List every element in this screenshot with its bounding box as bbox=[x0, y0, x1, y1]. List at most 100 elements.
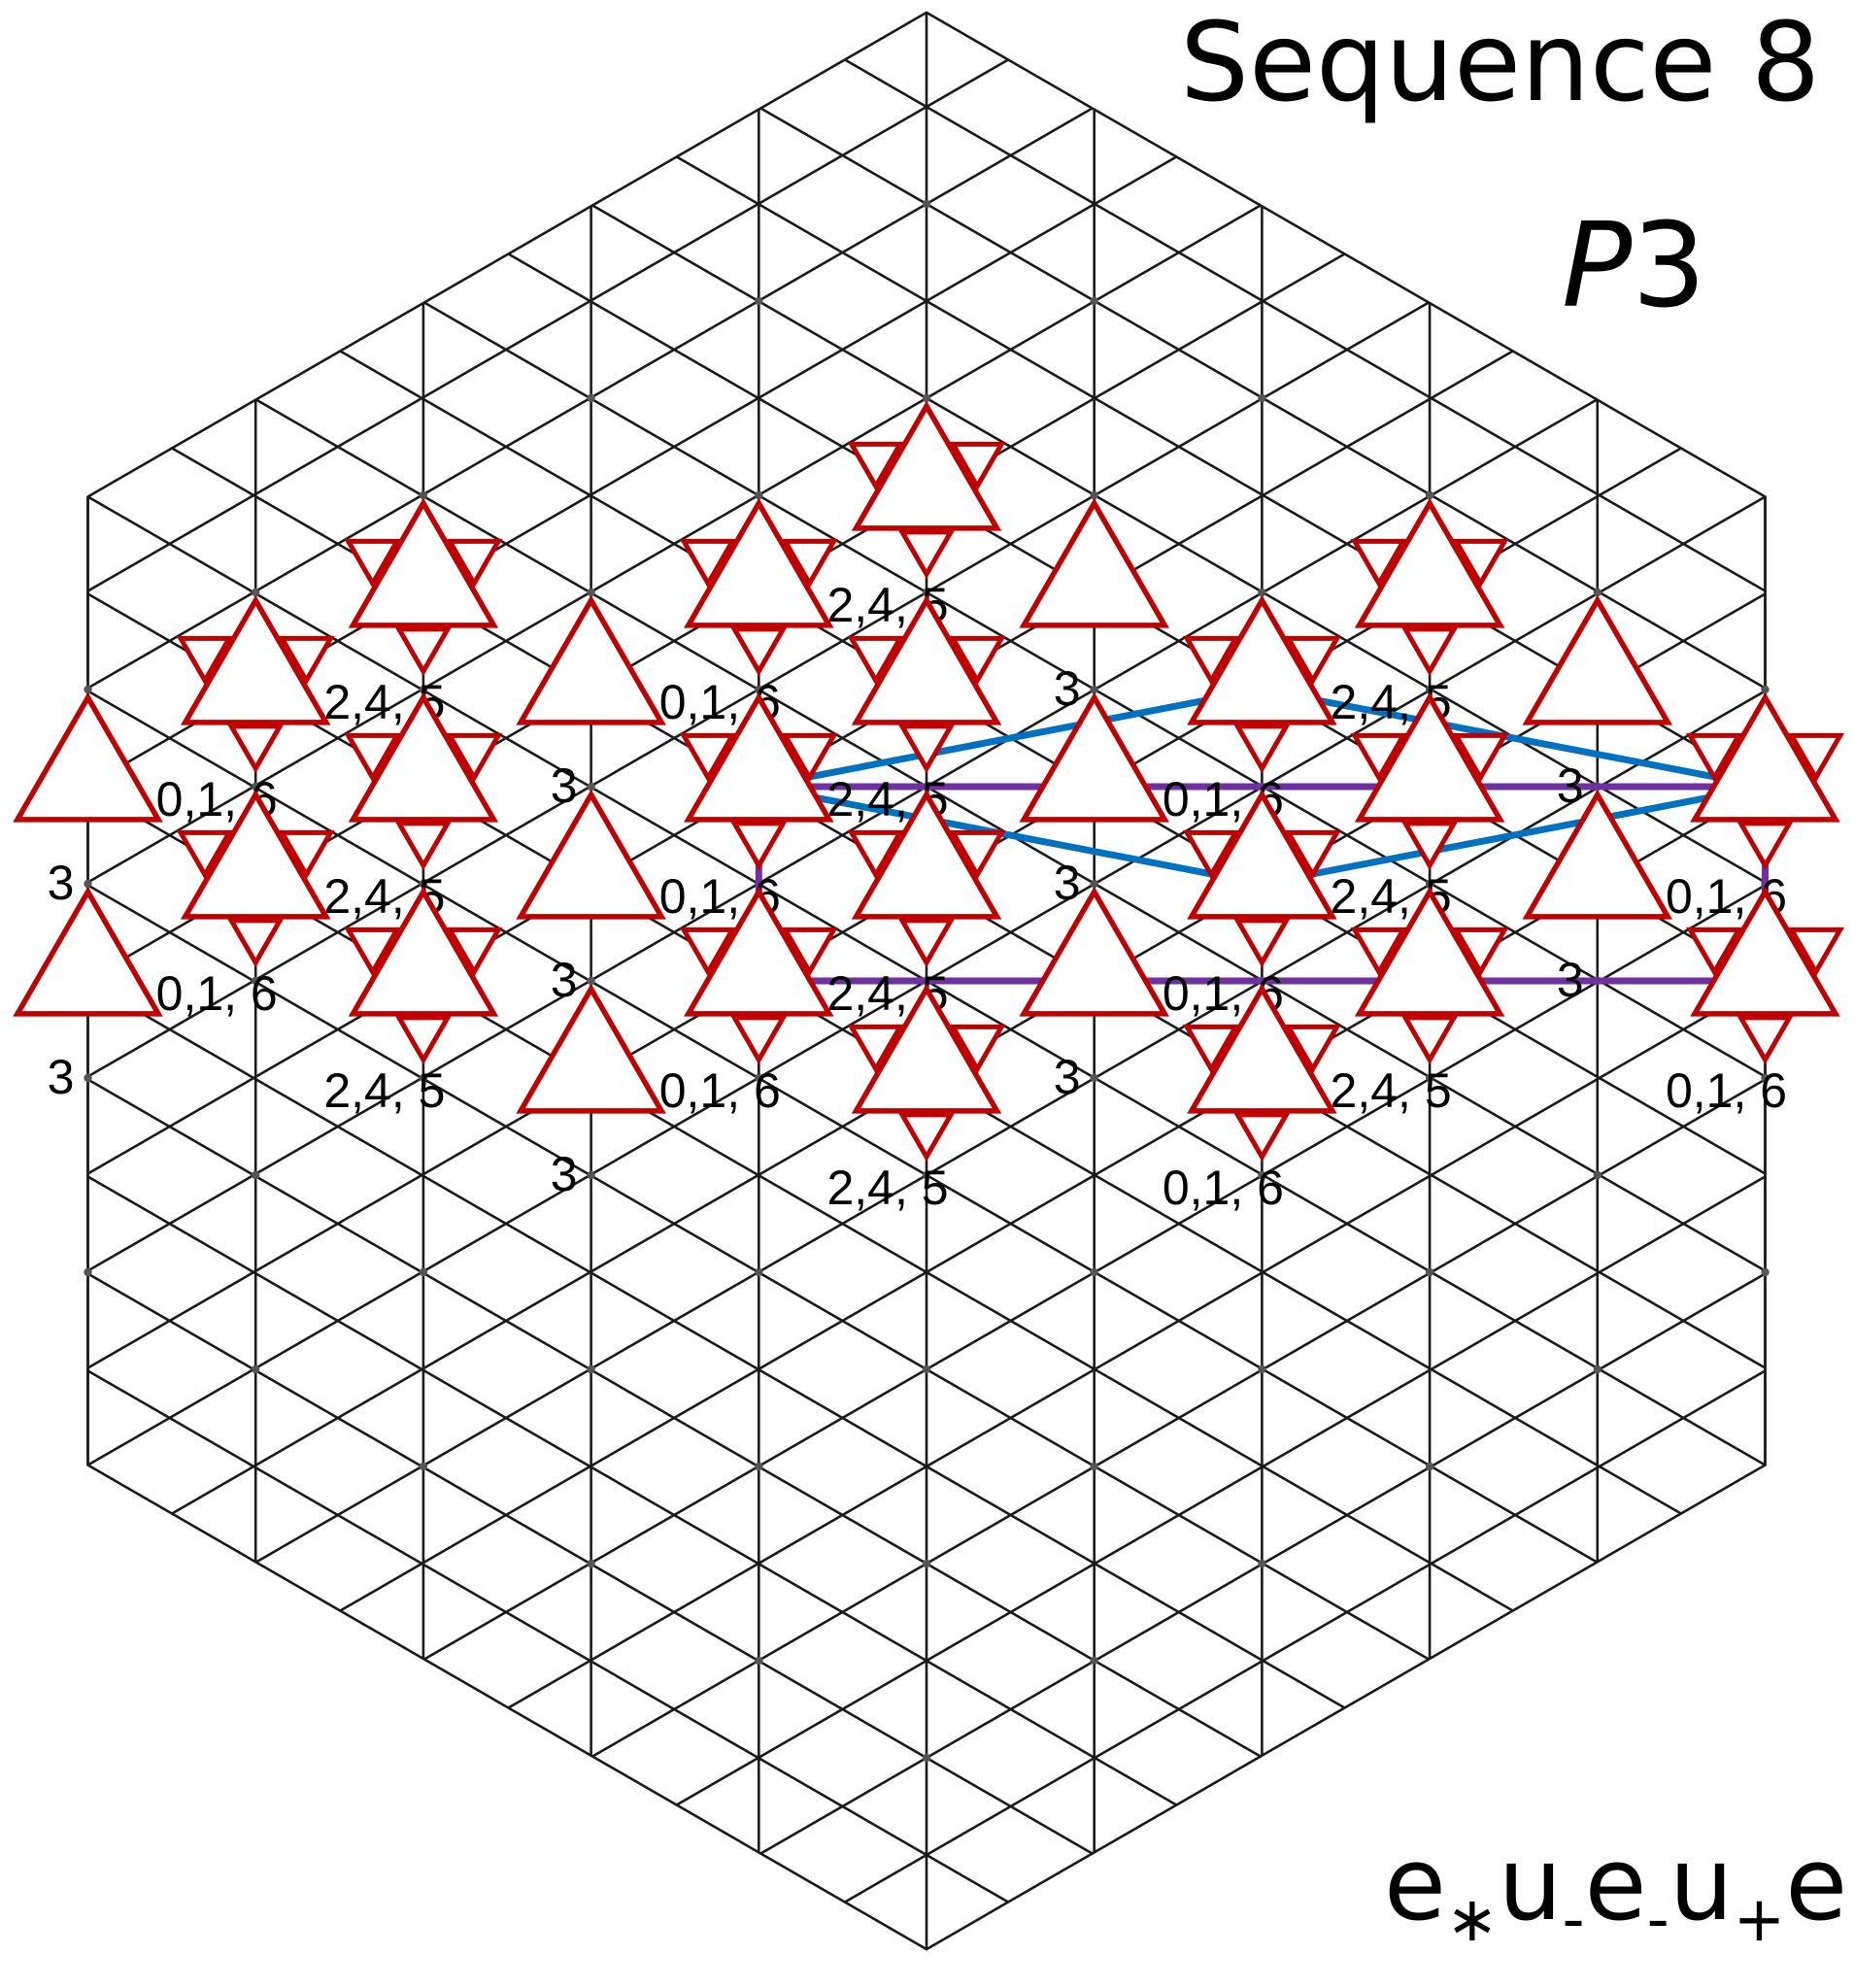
large-triangle bbox=[1019, 691, 1169, 823]
small-triangle bbox=[394, 1015, 453, 1065]
small-triangle bbox=[1685, 927, 1743, 977]
site-label: 3 bbox=[551, 758, 578, 813]
formula-operator: ∗ bbox=[1847, 1884, 1854, 1956]
grid-node bbox=[419, 490, 428, 500]
site-label: 3 bbox=[1054, 661, 1081, 716]
formula-letter: e bbox=[1785, 1825, 1848, 1943]
large-triangle bbox=[1354, 886, 1505, 1017]
small-triangle bbox=[1451, 732, 1509, 783]
large-triangle bbox=[851, 789, 1002, 920]
grid-node bbox=[1258, 1559, 1266, 1568]
site-A: 2,4, 5 bbox=[323, 497, 503, 729]
large-triangle bbox=[851, 983, 1002, 1114]
small-triangle bbox=[948, 1024, 1006, 1074]
small-triangle bbox=[679, 927, 737, 977]
grid-node bbox=[1090, 490, 1098, 500]
site-label: 3 bbox=[1557, 758, 1584, 813]
small-triangle bbox=[344, 927, 402, 977]
site-C: 3 bbox=[516, 789, 666, 1007]
grid-node bbox=[1761, 1073, 1770, 1083]
grid-node bbox=[922, 1753, 931, 1763]
grid-node bbox=[755, 1656, 763, 1666]
small-triangle bbox=[176, 635, 234, 686]
small-triangle bbox=[278, 635, 335, 686]
large-triangle bbox=[516, 983, 666, 1114]
small-triangle bbox=[897, 529, 956, 580]
grid-node bbox=[1258, 1365, 1266, 1374]
site-label: 0,1, 6 bbox=[1163, 1161, 1284, 1215]
small-triangle bbox=[445, 927, 503, 977]
small-triangle bbox=[679, 538, 737, 589]
site-C: 3 bbox=[13, 691, 163, 910]
site-A: 2,4, 5 bbox=[826, 594, 1006, 826]
site-label: 0,1, 6 bbox=[1666, 1063, 1787, 1118]
small-triangle bbox=[344, 538, 402, 589]
large-triangle bbox=[13, 691, 163, 823]
formula-letter: e bbox=[1584, 1825, 1647, 1943]
grid-node bbox=[755, 1267, 763, 1277]
large-triangle bbox=[851, 594, 1002, 725]
small-triangle bbox=[1350, 927, 1408, 977]
grid-node bbox=[587, 1365, 595, 1374]
site-C: 3 bbox=[516, 983, 666, 1201]
grid-node bbox=[1761, 685, 1770, 694]
small-triangle bbox=[394, 626, 453, 677]
small-triangle bbox=[1400, 1015, 1459, 1065]
site-C: 3 bbox=[1019, 691, 1169, 910]
grid-node bbox=[1090, 1462, 1098, 1471]
site-C: 3 bbox=[1522, 789, 1673, 1007]
triangular-grid bbox=[84, 11, 1770, 1951]
grid-node bbox=[1593, 1365, 1602, 1374]
large-triangle bbox=[348, 886, 499, 1017]
small-triangle bbox=[1736, 1015, 1794, 1065]
small-triangle bbox=[1350, 732, 1408, 783]
grid-line bbox=[676, 1175, 1767, 1806]
large-triangle bbox=[1187, 594, 1337, 725]
large-triangle bbox=[1522, 789, 1673, 920]
grid-node bbox=[1425, 1073, 1434, 1083]
small-triangle bbox=[1451, 927, 1509, 977]
grid-node bbox=[755, 685, 763, 694]
large-triangle bbox=[1690, 691, 1840, 823]
grid-line bbox=[591, 1078, 1767, 1758]
small-triangle bbox=[847, 441, 905, 491]
small-triangle bbox=[781, 732, 838, 783]
site-label: 3 bbox=[551, 953, 578, 1007]
small-triangle bbox=[394, 821, 453, 871]
small-triangle bbox=[1787, 732, 1845, 783]
large-triangle bbox=[1522, 594, 1673, 725]
formula-letter: e bbox=[1384, 1825, 1446, 1943]
sequence-title: Sequence 8 bbox=[1180, 0, 1821, 126]
small-triangle bbox=[847, 635, 905, 686]
grid-node bbox=[922, 393, 931, 403]
small-triangle bbox=[781, 927, 838, 977]
grid-node bbox=[1258, 393, 1266, 403]
small-triangle bbox=[948, 635, 1006, 686]
grid-line bbox=[86, 981, 1346, 1709]
grid-node bbox=[755, 490, 763, 500]
large-triangle bbox=[1690, 886, 1840, 1017]
small-triangle bbox=[1685, 732, 1743, 783]
grid-node bbox=[1090, 685, 1098, 694]
grid-node bbox=[1090, 879, 1098, 889]
site-label: 2,4, 5 bbox=[1331, 1063, 1452, 1118]
grid-node bbox=[419, 1267, 428, 1277]
grid-node bbox=[755, 296, 763, 306]
grid-node bbox=[755, 1462, 763, 1471]
grid-node bbox=[84, 1073, 92, 1083]
small-triangle bbox=[847, 829, 905, 880]
site-B: 0,1, 6 bbox=[659, 886, 838, 1118]
grid-node bbox=[587, 1559, 595, 1568]
grid-node bbox=[755, 1073, 763, 1083]
group-letter: P bbox=[1562, 199, 1633, 334]
formula-operator: - bbox=[1646, 1884, 1669, 1956]
large-triangle bbox=[1019, 497, 1169, 628]
small-triangle bbox=[344, 732, 402, 783]
formula-letter: u bbox=[1498, 1825, 1563, 1943]
small-triangle bbox=[847, 1024, 905, 1074]
formula-operator: - bbox=[1562, 1884, 1585, 1956]
small-triangle bbox=[1787, 927, 1845, 977]
site-A: 2,4, 5 bbox=[323, 886, 503, 1118]
site-B: 0,1, 6 bbox=[659, 691, 838, 924]
small-triangle bbox=[1736, 821, 1794, 871]
